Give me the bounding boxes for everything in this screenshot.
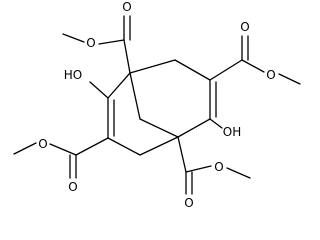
bond bbox=[139, 118, 179, 138]
bond bbox=[75, 137, 109, 156]
atom-label-hydroxyl: OH bbox=[223, 125, 241, 139]
bond bbox=[129, 72, 141, 120]
label-layer: O O O O HO OH O O O O bbox=[38, 0, 275, 210]
bond bbox=[241, 59, 265, 73]
atom-label-oxygen: O bbox=[214, 160, 223, 174]
bond bbox=[177, 118, 211, 138]
atom-label-oxygen: O bbox=[184, 196, 193, 210]
atom-label-oxygen: O bbox=[86, 36, 95, 50]
bond bbox=[185, 165, 212, 173]
bond bbox=[49, 143, 77, 156]
bond bbox=[62, 33, 85, 43]
bond bbox=[107, 72, 131, 99]
molecule-svg: O O O O HO OH O O O O bbox=[13, 0, 301, 210]
bond bbox=[174, 59, 211, 81]
bond-layer bbox=[13, 15, 301, 195]
atom-label-oxygen: O bbox=[68, 180, 77, 194]
bond bbox=[209, 118, 223, 129]
bond bbox=[123, 39, 131, 74]
atom-label-hydroxyl: HO bbox=[64, 68, 82, 82]
bond bbox=[107, 137, 141, 156]
atom-label-oxygen: O bbox=[38, 137, 47, 151]
bond bbox=[89, 81, 109, 99]
bond bbox=[278, 73, 301, 85]
bond bbox=[139, 136, 179, 156]
bond bbox=[226, 167, 251, 179]
atom-label-oxygen: O bbox=[266, 68, 275, 82]
atom-label-oxygen: O bbox=[122, 0, 131, 14]
bond bbox=[177, 136, 187, 173]
bond bbox=[13, 142, 37, 155]
bond bbox=[129, 59, 176, 74]
bond bbox=[98, 39, 125, 45]
structure-diagram: O O O O HO OH O O O O bbox=[13, 0, 301, 210]
atom-label-oxygen: O bbox=[240, 20, 249, 34]
bond bbox=[209, 59, 243, 81]
